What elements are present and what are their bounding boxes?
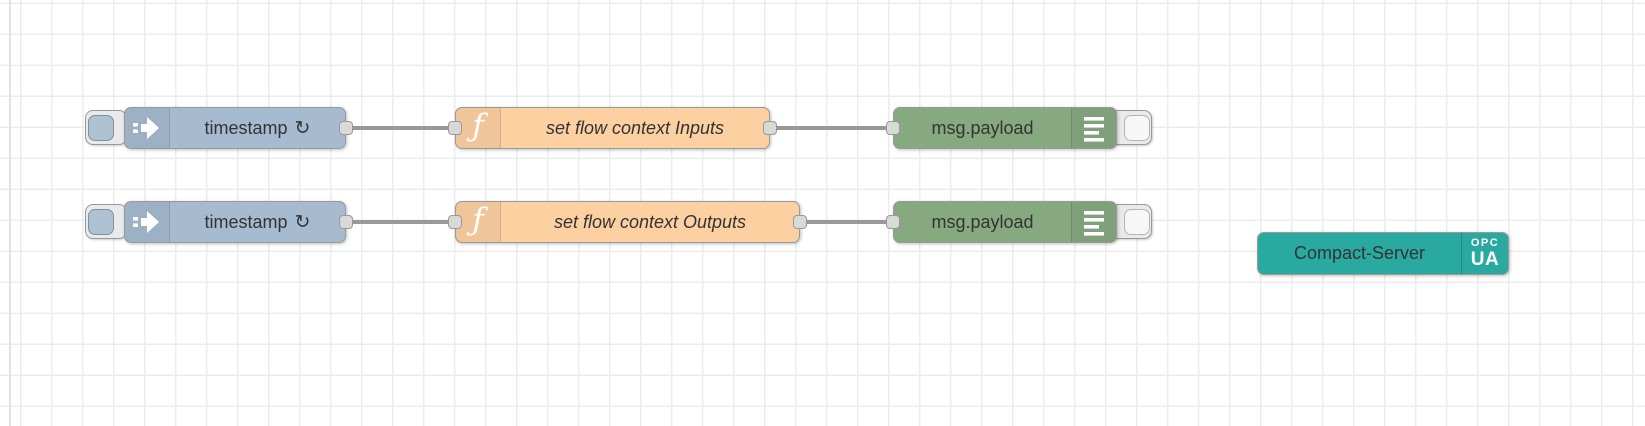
function-f-icon: ƒ [456, 202, 501, 242]
repeat-icon: ↻ [294, 117, 311, 139]
output-port[interactable] [339, 121, 353, 135]
inject-button-pad[interactable] [87, 208, 114, 235]
node-label-text: timestamp [204, 211, 288, 232]
inject-node[interactable]: timestamp ↻ [124, 201, 346, 243]
inject-button[interactable] [85, 204, 127, 239]
debug-node[interactable]: msg.payload [893, 107, 1117, 149]
debug-list-icon [1071, 108, 1116, 148]
wire[interactable] [770, 126, 893, 130]
function-glyph: ƒ [472, 107, 484, 144]
node-label: timestamp ↻ [170, 108, 345, 148]
output-port[interactable] [793, 215, 807, 229]
node-label-text: timestamp [204, 117, 288, 138]
node-label: set flow context Outputs [501, 202, 799, 242]
opcua-badge-line1: OPC [1470, 237, 1500, 249]
node-label-text: msg.payload [931, 211, 1034, 232]
inject-arrow-icon [125, 202, 170, 242]
wire[interactable] [800, 220, 893, 224]
node-label: Compact-Server [1258, 233, 1461, 274]
input-port[interactable] [886, 121, 900, 135]
inject-button[interactable] [85, 110, 127, 145]
node-label-text: Compact-Server [1293, 243, 1426, 263]
debug-list-icon [1071, 202, 1116, 242]
node-label-text: set flow context Outputs [553, 211, 747, 232]
input-port[interactable] [886, 215, 900, 229]
debug-toggle-button[interactable] [1110, 110, 1152, 145]
wire[interactable] [346, 220, 455, 224]
node-label: msg.payload [894, 108, 1071, 148]
inject-button-pad[interactable] [87, 114, 114, 141]
canvas-left-border [9, 0, 11, 426]
debug-toggle-pad[interactable] [1123, 208, 1150, 235]
opcua-badge-line2: UA [1470, 249, 1500, 270]
function-f-icon: ƒ [456, 108, 501, 148]
node-label-text: msg.payload [931, 117, 1034, 138]
inject-arrow-icon [125, 108, 170, 148]
node-label-text: set flow context Inputs [545, 117, 725, 138]
function-glyph: ƒ [472, 201, 484, 238]
node-label: set flow context Inputs [501, 108, 769, 148]
input-port[interactable] [448, 215, 462, 229]
output-port[interactable] [339, 215, 353, 229]
opcua-logo-icon: OPC UA [1461, 233, 1508, 274]
debug-toggle-pad[interactable] [1123, 114, 1150, 141]
debug-node[interactable]: msg.payload [893, 201, 1117, 243]
function-node[interactable]: ƒ set flow context Outputs [455, 201, 800, 243]
node-label: timestamp ↻ [170, 202, 345, 242]
input-port[interactable] [448, 121, 462, 135]
inject-node[interactable]: timestamp ↻ [124, 107, 346, 149]
wire[interactable] [346, 126, 455, 130]
opcua-server-node[interactable]: Compact-Server OPC UA [1257, 232, 1509, 275]
repeat-icon: ↻ [294, 211, 311, 233]
output-port[interactable] [763, 121, 777, 135]
function-node[interactable]: ƒ set flow context Inputs [455, 107, 770, 149]
node-label: msg.payload [894, 202, 1071, 242]
